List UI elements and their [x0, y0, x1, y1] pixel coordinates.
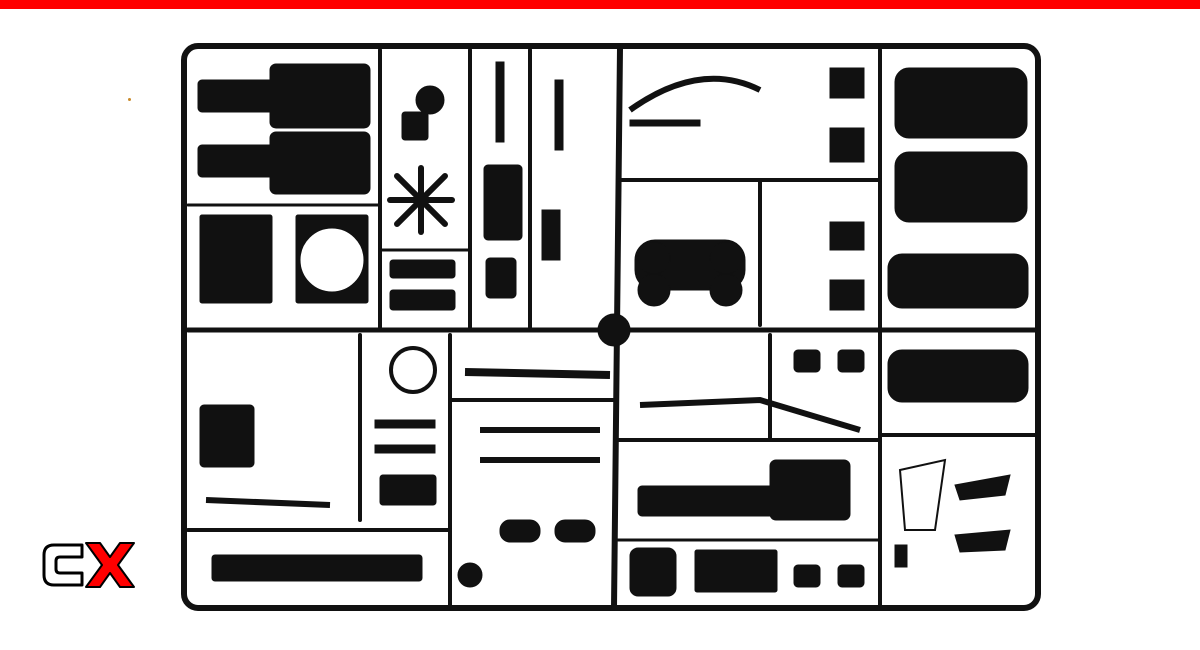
part-frame-outline — [898, 458, 947, 531]
part-seat — [199, 404, 255, 468]
part-block-3 — [629, 547, 677, 597]
part-pipe-curve — [628, 75, 762, 113]
part-engine-block — [637, 459, 851, 521]
part-axle-assembly — [634, 239, 746, 307]
center-gate — [597, 313, 631, 347]
part-panel-left — [199, 214, 273, 304]
part-rod-1 — [495, 61, 505, 143]
part-exhaust-cans — [197, 63, 371, 195]
part-tank-2 — [554, 519, 596, 543]
speck — [128, 98, 131, 101]
part-hub-bracket-2 — [954, 529, 1011, 553]
part-tank — [483, 164, 523, 241]
part-box-d — [829, 279, 865, 311]
part-block-1 — [389, 259, 456, 279]
part-tires — [887, 67, 1029, 403]
part-exhaust-pipe — [464, 368, 611, 379]
part-pipe-2 — [480, 427, 600, 463]
part-rail — [211, 554, 423, 582]
part-box-e — [379, 474, 437, 506]
part-rod-2 — [554, 79, 564, 151]
top-accent-bar — [0, 0, 1200, 9]
part-box-small — [485, 257, 517, 299]
part-small-post — [894, 544, 908, 568]
part-hub-bracket-1 — [954, 474, 1011, 501]
part-block-2 — [389, 289, 456, 311]
part-tank-1 — [499, 519, 541, 543]
logo-x-letter — [85, 542, 135, 588]
part-shaft-1 — [374, 419, 436, 429]
part-shaft-2 — [374, 444, 436, 454]
part-box-c — [829, 221, 865, 251]
part-wheels-small — [793, 349, 865, 588]
part-block-4 — [694, 549, 778, 593]
logo-c-letter — [42, 543, 84, 587]
part-pulley — [415, 85, 445, 115]
part-strip — [541, 209, 561, 261]
cx-logo — [42, 542, 135, 588]
part-box-b — [829, 127, 865, 163]
part-crossbar — [629, 119, 701, 127]
part-box-a — [829, 67, 865, 99]
part-bracket — [401, 111, 429, 141]
part-frame-rail — [639, 396, 861, 433]
part-fan — [387, 165, 455, 235]
part-steering-wheel — [389, 346, 437, 394]
part-panel-round-hole — [299, 227, 365, 293]
part-rail-arm — [205, 497, 331, 508]
part-hub — [457, 562, 483, 588]
